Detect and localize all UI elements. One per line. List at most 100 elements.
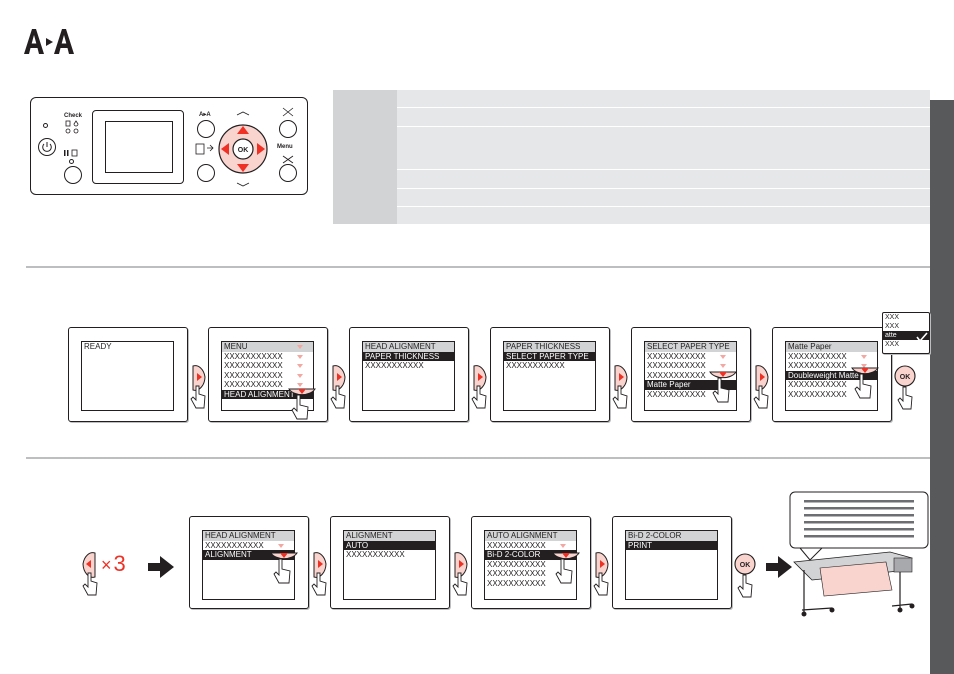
down-arrow-icon	[719, 372, 727, 377]
right-arrow-icon	[257, 143, 265, 155]
selected-menu-item: PAPER THICKNESS	[363, 351, 454, 361]
check-label: Check	[64, 113, 83, 119]
head-alignment-logo-icon	[24, 29, 74, 54]
menu-item: XXXXXXXXXXX	[224, 370, 283, 380]
menu-item: XXXXXXXXXXX	[788, 389, 847, 399]
right-button-with-hand	[311, 552, 327, 596]
pause-button[interactable]	[64, 166, 82, 184]
settings-table	[333, 90, 930, 224]
menu-item: XXXXXXXXXXX	[205, 540, 264, 550]
hand-pointer-icon	[471, 385, 487, 409]
right-button-with-hand	[593, 552, 609, 596]
lcd-display: READY	[81, 341, 174, 411]
menu-item: XXXXXXXXXXX	[487, 559, 546, 569]
menu-label: Menu	[277, 144, 293, 150]
ok-button-with-hand: OK	[894, 365, 916, 410]
menu-item: XXXXXXXXXXX	[788, 380, 847, 389]
lcd-frame	[92, 110, 184, 184]
scroll-down-indicator-icon	[297, 373, 303, 378]
menu-item: XXXXXXXXXXX	[788, 361, 847, 370]
menu-item: XXXXXXXXXXX	[647, 351, 706, 361]
power-button[interactable]	[38, 138, 56, 156]
scroll-down-indicator-icon	[297, 383, 303, 387]
cut-button[interactable]	[279, 164, 297, 182]
menu-item: XXX	[885, 314, 900, 321]
down-arrow-icon	[237, 164, 249, 172]
ink-icon	[65, 120, 79, 134]
paper-source-button[interactable]	[197, 164, 215, 182]
right-arrow-icon	[760, 373, 765, 381]
down-arrow-icon	[298, 389, 306, 394]
table-header-column	[333, 90, 397, 224]
hand-pointer-icon	[452, 572, 468, 596]
right-button-with-hand	[471, 365, 487, 409]
menu-item: XXXXXXXXXXX	[224, 351, 283, 361]
hand-pointer-icon	[612, 385, 628, 409]
hand-pointer-icon	[82, 572, 98, 596]
scroll-down-indicator-icon	[297, 354, 303, 359]
right-arrow-icon	[619, 373, 624, 381]
right-button-with-hand	[330, 365, 346, 409]
hand-pointer-icon	[712, 377, 730, 403]
selected-menu-item: atte	[883, 331, 929, 340]
ok-button-with-hand: OK	[734, 553, 756, 598]
down-arrow-icon	[280, 553, 288, 558]
selected-menu-item: PRINT	[626, 540, 717, 550]
hand-pointer-icon	[311, 572, 327, 596]
hand-pointer-icon	[897, 386, 913, 410]
cut-settings-button[interactable]	[279, 120, 297, 138]
menu-item: READY	[84, 342, 112, 351]
scroll-down-indicator-icon	[861, 364, 867, 368]
hand-pointer-icon	[555, 558, 573, 584]
selected-menu-item: HEAD ALIGNMENT	[222, 389, 313, 399]
menu-item: XXXXXXXXXXX	[487, 569, 546, 578]
scroll-down-indicator-icon	[861, 354, 867, 359]
next-step-arrow-icon	[148, 556, 174, 578]
menu-item: XXXXXXXXXXX	[365, 361, 424, 370]
hand-pointer-icon	[273, 558, 291, 584]
menu-title: SELECT PAPER TYPE	[645, 342, 736, 352]
hand-pointer-icon	[593, 572, 609, 596]
menu-title: HEAD ALIGNMENT	[363, 342, 454, 352]
power-led	[43, 123, 48, 128]
menu-title: AUTO ALIGNMENT	[485, 531, 576, 541]
navigation-pad: OK	[218, 111, 268, 187]
no-cut-icon	[282, 107, 294, 117]
right-button-with-hand	[452, 552, 468, 596]
menu-item: XXX	[885, 323, 900, 330]
right-arrow-icon	[478, 373, 483, 381]
lcd-screen	[105, 121, 173, 173]
paper-feed-icon	[195, 143, 214, 155]
pause-icon	[64, 149, 78, 157]
menu-item: XXXXXXXXXXX	[487, 578, 546, 588]
svg-text:OK: OK	[740, 562, 751, 569]
right-arrow-icon	[459, 560, 464, 568]
scroll-down-indicator-icon	[278, 543, 284, 548]
selected-menu-item: Matte Paper	[645, 380, 736, 390]
head-alignment-button[interactable]	[197, 120, 215, 138]
check-icon	[916, 332, 928, 343]
svg-text:OK: OK	[900, 374, 911, 381]
hand-pointer-icon	[854, 373, 872, 399]
hand-pointer-icon	[737, 574, 753, 598]
hand-pointer-icon	[291, 394, 309, 420]
pause-led	[69, 159, 74, 164]
right-arrow-icon	[197, 373, 202, 381]
next-step-arrow-icon	[766, 556, 792, 578]
menu-title: ALIGNMENT	[344, 531, 435, 541]
menu-item: XXXXXXXXXXX	[224, 380, 283, 389]
right-button-with-hand	[753, 365, 769, 409]
aa-label: A▸A	[199, 112, 211, 118]
down-button-with-hand	[851, 367, 879, 399]
menu-item: XXXXXXXXXXX	[346, 550, 405, 559]
cut-icon	[282, 155, 294, 164]
menu-title: Bi-D 2-COLOR	[626, 531, 717, 541]
menu-title: MENU	[222, 342, 313, 352]
